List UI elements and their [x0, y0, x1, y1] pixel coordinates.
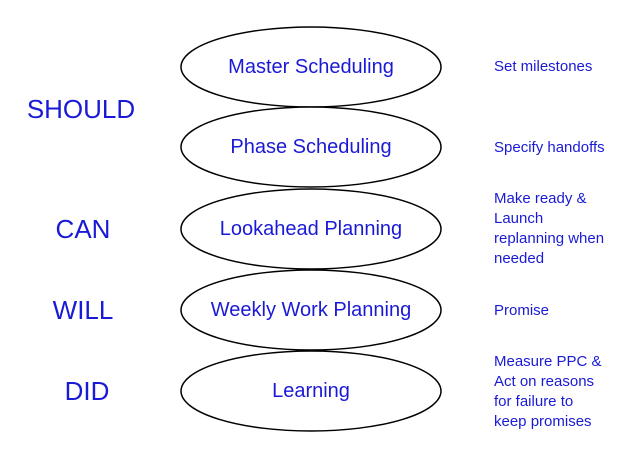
- note-line: Set milestones: [494, 58, 593, 75]
- left-label-can: CAN: [55, 214, 111, 244]
- left-label-should: SHOULD: [26, 94, 136, 124]
- level-ellipse-weekly: [180, 269, 442, 351]
- level-ellipse-phase: [180, 106, 442, 188]
- level-label-weekly: Weekly Work Planning: [210, 299, 412, 321]
- note-line: Measure PPC &: [494, 353, 602, 370]
- note-line: Act on reasons: [494, 373, 595, 390]
- level-ellipse-learning: [180, 350, 442, 432]
- note-line: replanning when: [494, 230, 605, 247]
- note-line: keep promises: [494, 413, 592, 430]
- note-line: Specify handoffs: [494, 139, 605, 156]
- note-line: Launch: [494, 210, 544, 227]
- left-label-did: DID: [64, 376, 110, 406]
- note-line: Make ready &: [494, 190, 587, 207]
- note-learning: Measure PPC & Act on reasons for failure…: [494, 352, 629, 432]
- level-label-master: Master Scheduling: [228, 56, 394, 78]
- level-label-learning: Learning: [272, 380, 350, 402]
- note-line: Promise: [494, 302, 550, 319]
- level-label-phase: Phase Scheduling: [230, 136, 392, 158]
- level-label-lookahead: Lookahead Planning: [219, 218, 403, 240]
- note-weekly: Promise: [494, 301, 629, 321]
- left-label-will: WILL: [52, 295, 114, 325]
- note-line: for failure to: [494, 393, 574, 410]
- note-lookahead: Make ready & Launch replanning when need…: [494, 189, 629, 269]
- note-phase: Specify handoffs: [494, 138, 629, 158]
- note-master: Set milestones: [494, 57, 629, 77]
- level-ellipse-lookahead: [180, 188, 442, 270]
- note-line: needed: [494, 250, 545, 267]
